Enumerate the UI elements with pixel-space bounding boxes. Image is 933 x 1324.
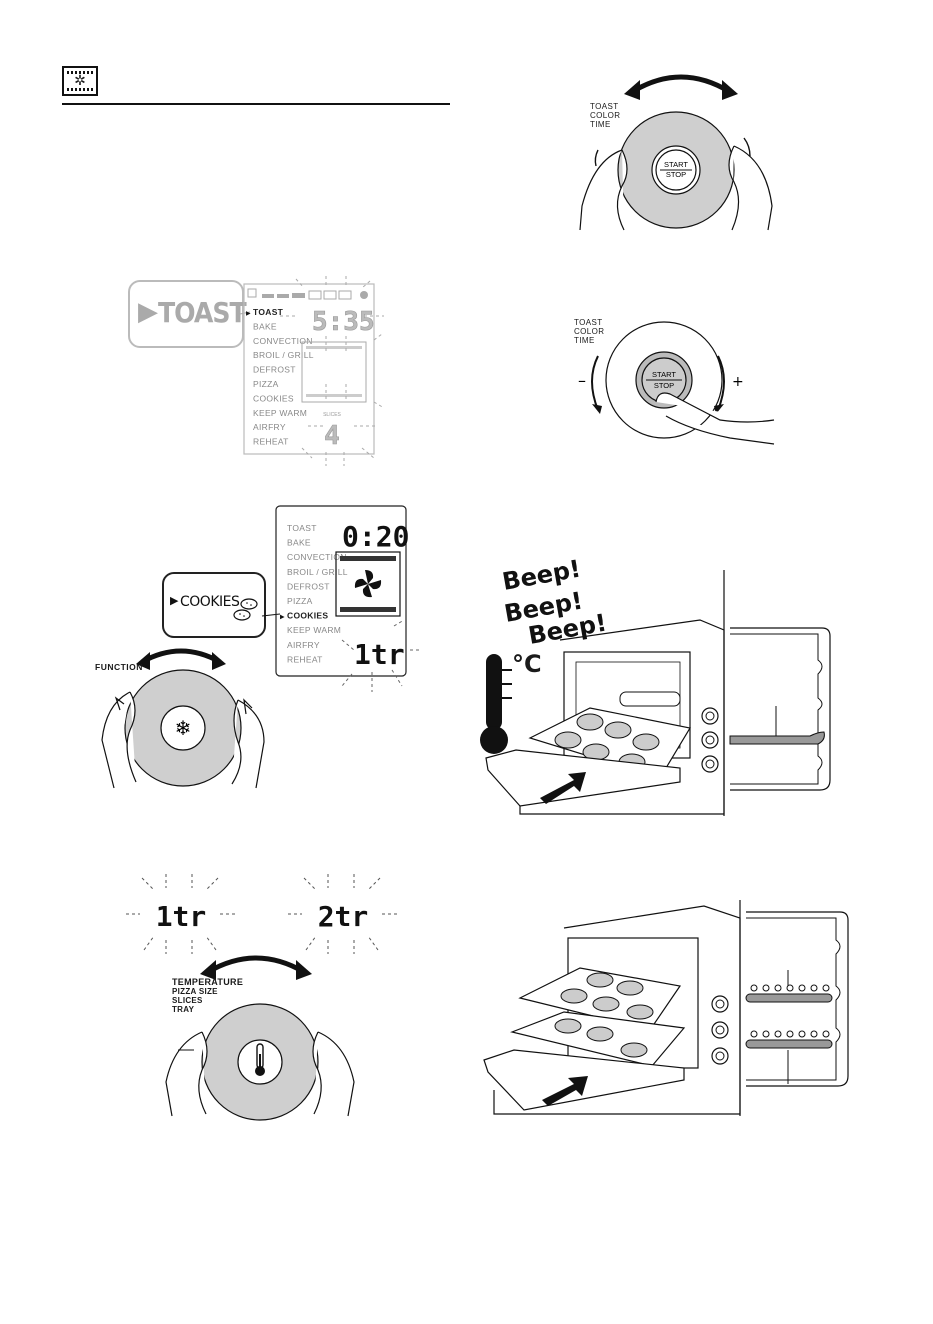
label-slices: SLICES — [172, 996, 203, 1005]
cookies-lcd-display: TOAST BAKE CONVECTION BROIL / GRILL DEFROST P… — [261, 505, 420, 692]
menu-item: BROIL / GRILL — [253, 350, 314, 360]
plus-sign: + — [732, 374, 744, 390]
tray-option-2-display: 2tr — [288, 874, 398, 954]
minus-sign: – — [578, 371, 586, 390]
menu-item: BAKE — [287, 538, 311, 548]
selector-arrow-icon: ▶ — [246, 311, 251, 317]
menu-item: COOKIES — [287, 611, 328, 621]
cookies-time: 0:20 — [342, 520, 409, 553]
label-pizza-size: PIZZA SIZE — [172, 987, 218, 996]
cookies-badge-arrow: ▶ — [170, 595, 179, 607]
label-toast-2: TOAST — [574, 318, 603, 327]
toast-badge-label: TOAST — [158, 296, 247, 329]
snowflake-icon: ❄ — [175, 716, 192, 740]
menu-item: BROIL / GRILL — [287, 567, 348, 577]
menu-item: TOAST — [253, 307, 284, 317]
stop-label-2: STOP — [654, 381, 674, 390]
oven-two-trays — [483, 900, 849, 1116]
cookies-fan-icon — [354, 570, 382, 598]
oven-one-tray — [485, 570, 831, 816]
cookies-tray-value: 1tr — [354, 638, 405, 671]
cookies-icon — [233, 598, 258, 621]
menu-item: AIRFRY — [253, 422, 286, 432]
tray-option-2: 2tr — [318, 900, 369, 933]
toast-color-time-dial[interactable]: START STOP — [576, 110, 776, 232]
tray-option-1-display: 1tr — [126, 874, 236, 954]
header-rule — [62, 103, 450, 105]
menu-item: CONVECTION — [253, 336, 313, 346]
menu-item: PIZZA — [253, 379, 279, 389]
tray-dial[interactable] — [160, 1003, 360, 1121]
menu-item: BAKE — [253, 321, 277, 331]
toast-badge: ▶ TOAST — [128, 280, 247, 348]
selector-arrow-icon: ▶ — [280, 615, 285, 621]
toast-lcd-display: TOAST▶BAKE CONVECTION BROIL / GRILL DEFROST… — [239, 276, 385, 466]
menu-item: COOKIES — [253, 393, 294, 403]
menu-item: CONVECTION — [287, 552, 347, 562]
label-color: COLOR — [590, 111, 621, 120]
menu-item: DEFROST — [253, 365, 296, 375]
thermometer-icon — [480, 654, 512, 754]
menu-item: REHEAT — [287, 654, 323, 664]
start-stop-press[interactable]: START STOP – + — [570, 320, 780, 450]
tray-dial-labels: TEMPERATURE PIZZA SIZE SLICES TRAY — [172, 977, 244, 1015]
label-time-2: TIME — [574, 336, 595, 345]
toast-dial-labels: TOAST COLOR TIME — [590, 102, 620, 129]
fan-icon-box: ✲ — [62, 66, 98, 96]
tray-option-1: 1tr — [156, 900, 207, 933]
menu-item: PIZZA — [287, 596, 313, 606]
cookies-badge: ▶ COOKIES — [162, 572, 266, 638]
section-header: ✲ — [62, 66, 450, 106]
function-label: FUNCTION — [95, 662, 143, 672]
stop-label: STOP — [666, 170, 686, 179]
menu-item: DEFROST — [287, 581, 330, 591]
function-dial[interactable]: ❄ — [96, 669, 276, 790]
label-tray: TRAY — [172, 1005, 195, 1014]
toast-time: 5:35 — [312, 307, 375, 337]
menu-item: KEEP WARM — [253, 408, 307, 418]
fan-icon: ✲ — [74, 73, 86, 89]
function-dial-arrow — [136, 648, 226, 670]
toast-dial-arrow — [624, 74, 738, 100]
toast-badge-arrow: ▶ — [138, 296, 158, 326]
toast-slices-label: SLICES — [323, 412, 341, 418]
label-toast: TOAST — [590, 102, 619, 111]
tray-dial-arrow — [200, 955, 312, 980]
label-color-2: COLOR — [574, 327, 605, 336]
label-time: TIME — [590, 120, 611, 129]
menu-item: REHEAT — [253, 437, 289, 447]
beep-texts: Beep! Beep! Beep! — [496, 555, 696, 650]
menu-item: AIRFRY — [287, 640, 320, 650]
menu-item: TOAST — [287, 523, 317, 533]
celsius-unit: °C — [512, 650, 542, 678]
cookies-badge-label: COOKIES — [180, 594, 240, 610]
toast-slices-value: 4 — [324, 421, 340, 451]
start-press-labels: TOAST COLOR TIME — [574, 318, 604, 345]
start-label: START — [664, 160, 688, 169]
thermometer-icon — [255, 1043, 265, 1076]
start-label-2: START — [652, 370, 676, 379]
label-temperature: TEMPERATURE — [172, 977, 244, 987]
menu-item: KEEP WARM — [287, 625, 341, 635]
